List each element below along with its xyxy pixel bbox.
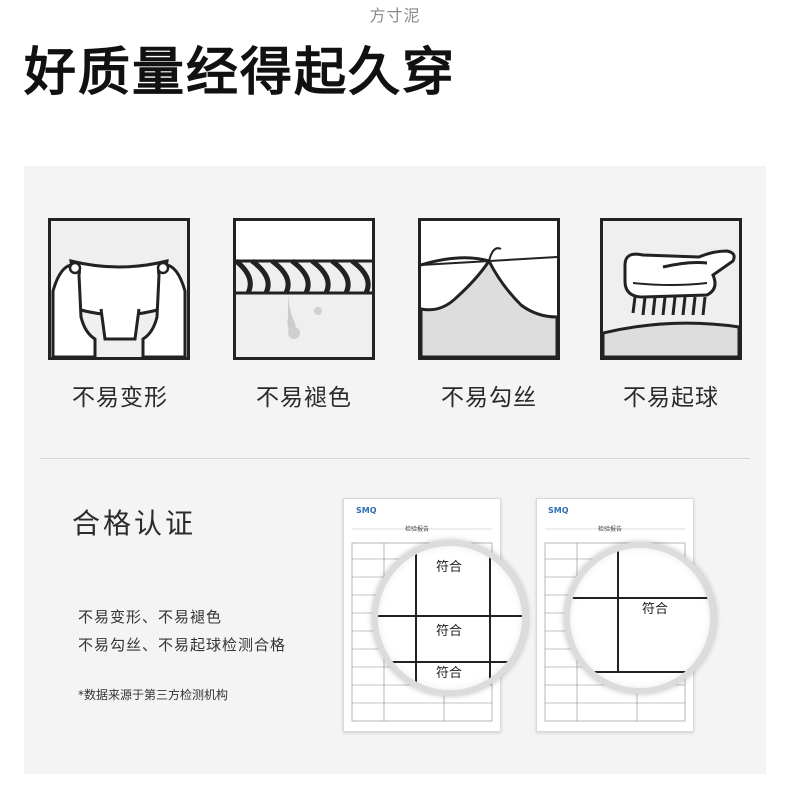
magnified-result-2a: 符合	[642, 602, 669, 617]
watermark: 方寸泥	[369, 6, 421, 25]
magnifier-2	[564, 542, 716, 694]
magnified-result-1a: 符合	[436, 560, 463, 575]
twisted-fabric-icon	[233, 218, 375, 360]
magnified-result-1c: 符合	[436, 666, 463, 681]
certification-line-1: 不易变形、不易褪色	[78, 608, 223, 626]
data-source-note: *数据来源于第三方检测机构	[78, 688, 229, 702]
report-header-1: 检验报告	[405, 526, 430, 533]
stretch-hands-icon	[48, 218, 190, 360]
feature-label-pilling: 不易起球	[623, 385, 719, 411]
certification-title: 合格认证	[72, 507, 197, 540]
section-divider	[40, 458, 750, 459]
magnified-result-1b: 符合	[436, 624, 463, 639]
feature-label-fade: 不易褪色	[256, 385, 352, 411]
smq-logo-1: SMQ	[356, 506, 377, 515]
certification-line-2: 不易勾丝、不易起球检测合格	[78, 636, 287, 654]
report-header-2: 检验报告	[598, 526, 623, 533]
headline: 好质量经得起久穿	[24, 43, 457, 103]
smq-logo-2: SMQ	[548, 506, 569, 515]
brush-fabric-icon	[600, 218, 742, 360]
feature-label-deform: 不易变形	[72, 385, 168, 411]
magnifier-1	[372, 540, 528, 696]
feature-label-snag: 不易勾丝	[441, 385, 537, 411]
snag-thread-icon	[418, 218, 560, 360]
